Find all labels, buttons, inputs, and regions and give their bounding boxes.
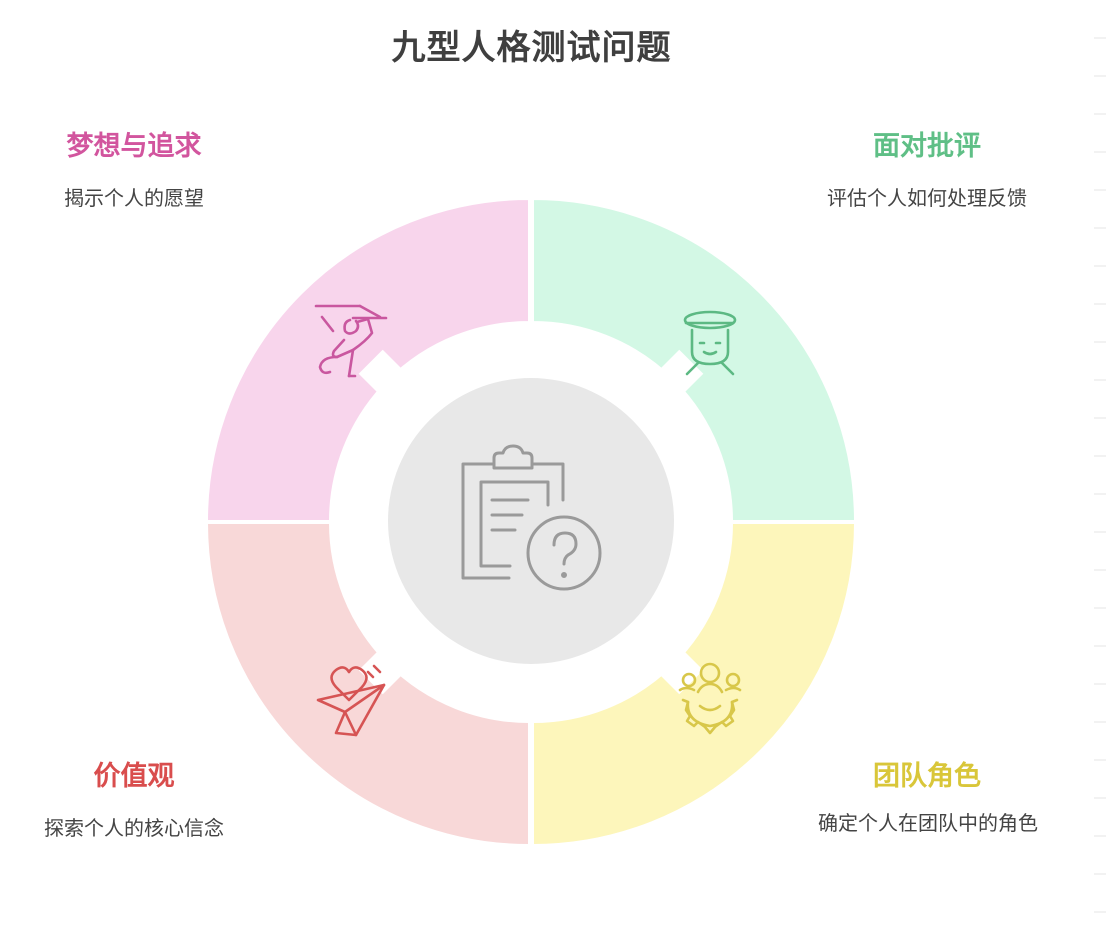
edge-tick-marks <box>1094 37 1106 913</box>
label-dreams: 梦想与追求 <box>66 131 202 162</box>
description-dreams: 揭示个人的愿望 <box>64 186 204 210</box>
center-circle <box>388 378 674 664</box>
label-criticism: 面对批评 <box>873 131 981 162</box>
description-criticism: 评估个人如何处理反馈 <box>827 186 1027 210</box>
label-team: 团队角色 <box>873 761 981 792</box>
description-team: 确定个人在团队中的角色 <box>818 811 1038 835</box>
person-with-halo-icon <box>683 310 737 376</box>
segment-dreams[interactable] <box>205 197 530 522</box>
description-values: 探索个人的核心信念 <box>44 816 224 840</box>
heart-paper-plane-icon <box>316 664 386 737</box>
segment-values[interactable] <box>205 522 530 847</box>
page-title: 九型人格测试问题 <box>391 28 672 68</box>
reaching-person-icon <box>314 304 388 378</box>
team-gear-icon <box>678 662 742 735</box>
label-values: 价值观 <box>93 761 175 792</box>
clipboard-question-icon <box>461 444 602 591</box>
